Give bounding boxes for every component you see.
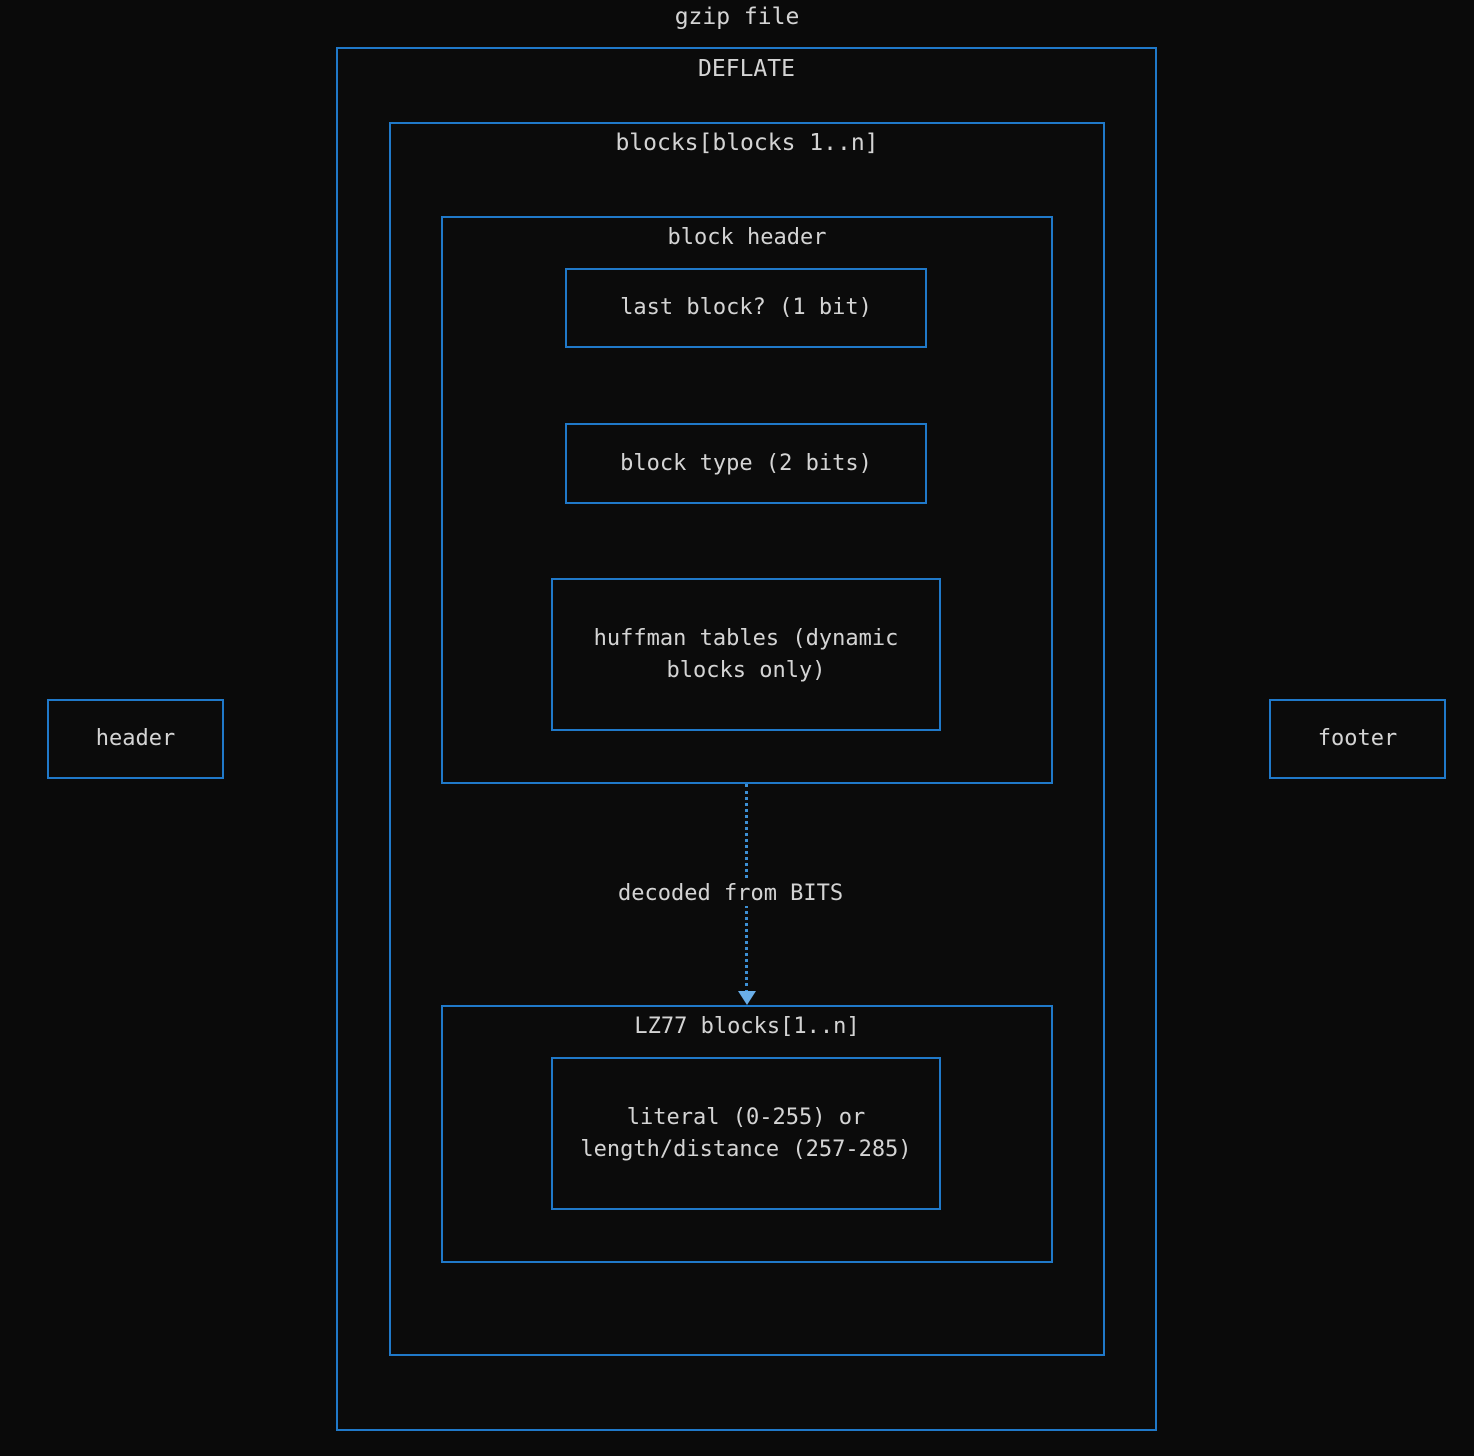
box-deflate-label: DEFLATE	[698, 56, 795, 82]
edge-decoded-from-bits-label: decoded from BITS	[612, 881, 850, 906]
root-title: gzip file	[674, 4, 800, 30]
box-block-header-label: block header	[667, 225, 827, 250]
box-huffman-tables[interactable]	[551, 578, 941, 731]
box-header[interactable]	[47, 699, 224, 779]
edge-decoded-from-bits-arrowhead	[738, 991, 756, 1005]
box-block-type[interactable]	[565, 423, 927, 504]
box-lz77-symbol[interactable]	[551, 1057, 941, 1210]
box-last-block[interactable]	[565, 268, 927, 348]
box-lz77-blocks-label: LZ77 blocks[1..n]	[634, 1014, 860, 1039]
box-footer[interactable]	[1269, 699, 1446, 779]
box-blocks-label: blocks[blocks 1..n]	[615, 130, 879, 156]
